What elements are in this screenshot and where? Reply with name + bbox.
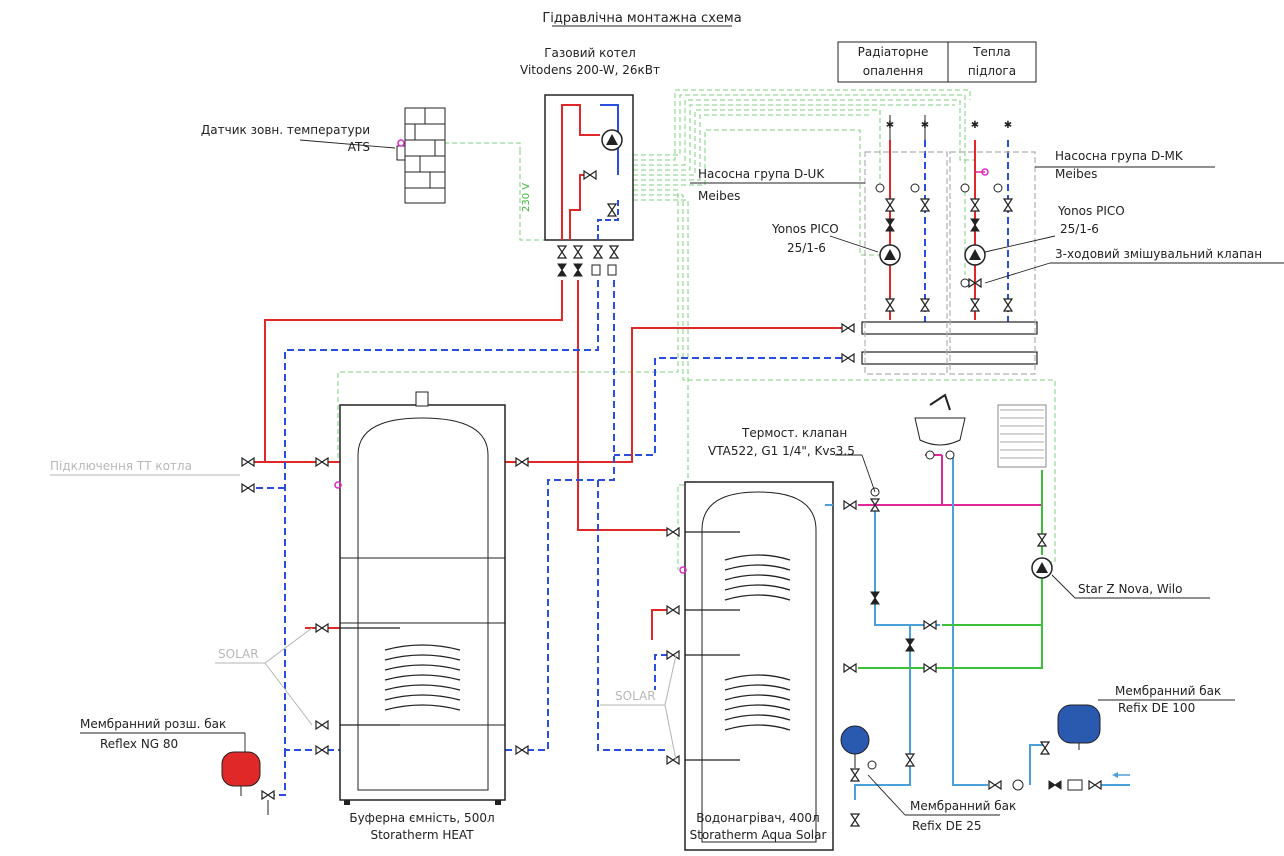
- sensor-label: Датчик зовн. температури: [201, 123, 370, 137]
- tt-connection-label: Підключення ТТ котла: [50, 459, 192, 473]
- exp-tank-25-model: Refix DE 25: [912, 819, 982, 833]
- exp-tank-heat-model: Reflex NG 80: [100, 737, 178, 751]
- buffer-model: Storatherm HEAT: [370, 828, 474, 842]
- exp-tank-100-label: Мембранний бак: [1115, 684, 1221, 698]
- supply-pipes: [252, 140, 976, 640]
- thermo-valve-model: VTA522, G1 1/4", Kvs3.5: [708, 444, 855, 458]
- water-heater-label: Водонагрівач, 400л: [696, 811, 819, 825]
- table-col2-line2: підлога: [968, 64, 1016, 78]
- table-col1-line1: Радіаторне: [858, 45, 929, 59]
- pump-group-mk-label: Насосна група D-MK: [1055, 149, 1184, 163]
- pump-group-uk: ✱ ✱: [864, 115, 948, 375]
- svg-text:✱: ✱: [886, 120, 894, 131]
- water-heater-model: Storatherm Aqua Solar: [690, 828, 827, 842]
- gas-boiler: [544, 94, 634, 241]
- return-pipes: [252, 140, 1009, 796]
- pump-group-mk-vendor: Meibes: [1055, 167, 1097, 181]
- boiler-label: Газовий котел: [544, 46, 636, 60]
- table-col1-line2: опалення: [863, 64, 924, 78]
- pump-right-label: Yonos PICO: [1057, 204, 1125, 218]
- sensor-model: ATS: [348, 140, 370, 154]
- expansion-tank-heat: [221, 751, 275, 815]
- svg-text:✱: ✱: [921, 120, 929, 131]
- manifolds: [841, 321, 1038, 365]
- diagram-title: Гідравлічна монтажна схема: [542, 11, 741, 26]
- exp-tank-100-model: Refix DE 100: [1118, 701, 1195, 715]
- buffer-tank: [334, 391, 506, 805]
- svg-text:✱: ✱: [971, 120, 979, 131]
- solar-right-label: SOLAR: [615, 689, 656, 703]
- table-col2-line1: Тепла: [972, 45, 1011, 59]
- dhw-circuit: [825, 393, 1130, 827]
- boiler-model: Vitodens 200-W, 26кВт: [520, 63, 660, 77]
- outdoor-sensor: [396, 107, 446, 204]
- circuit-table: [837, 41, 1037, 83]
- mixing-valve-label: 3-ходовий змішувальний клапан: [1055, 247, 1262, 261]
- voltage-label: 230 V: [521, 183, 532, 212]
- pump-left-label: Yonos PICO: [771, 222, 839, 236]
- pump-left-model: 25/1-6: [787, 241, 826, 255]
- buffer-label: Буферна ємність, 500л: [349, 811, 494, 825]
- pump-group-uk-vendor: Meibes: [698, 189, 740, 203]
- circ-pump-label: Star Z Nova, Wilo: [1078, 582, 1182, 596]
- pump-right-model: 25/1-6: [1060, 222, 1099, 236]
- solar-left-label: SOLAR: [218, 647, 259, 661]
- thermo-valve-label: Термост. клапан: [741, 426, 847, 440]
- water-heater: [679, 481, 834, 851]
- pump-group-mk: ✱ ✱: [949, 120, 1036, 375]
- exp-tank-25-label: Мембранний бак: [910, 799, 1016, 813]
- pump-group-uk-label: Насосна група D-UK: [698, 167, 825, 181]
- exp-tank-heat-label: Мембранний розш. бак: [80, 717, 226, 731]
- svg-text:✱: ✱: [1004, 120, 1012, 131]
- boiler-connections: [557, 245, 619, 277]
